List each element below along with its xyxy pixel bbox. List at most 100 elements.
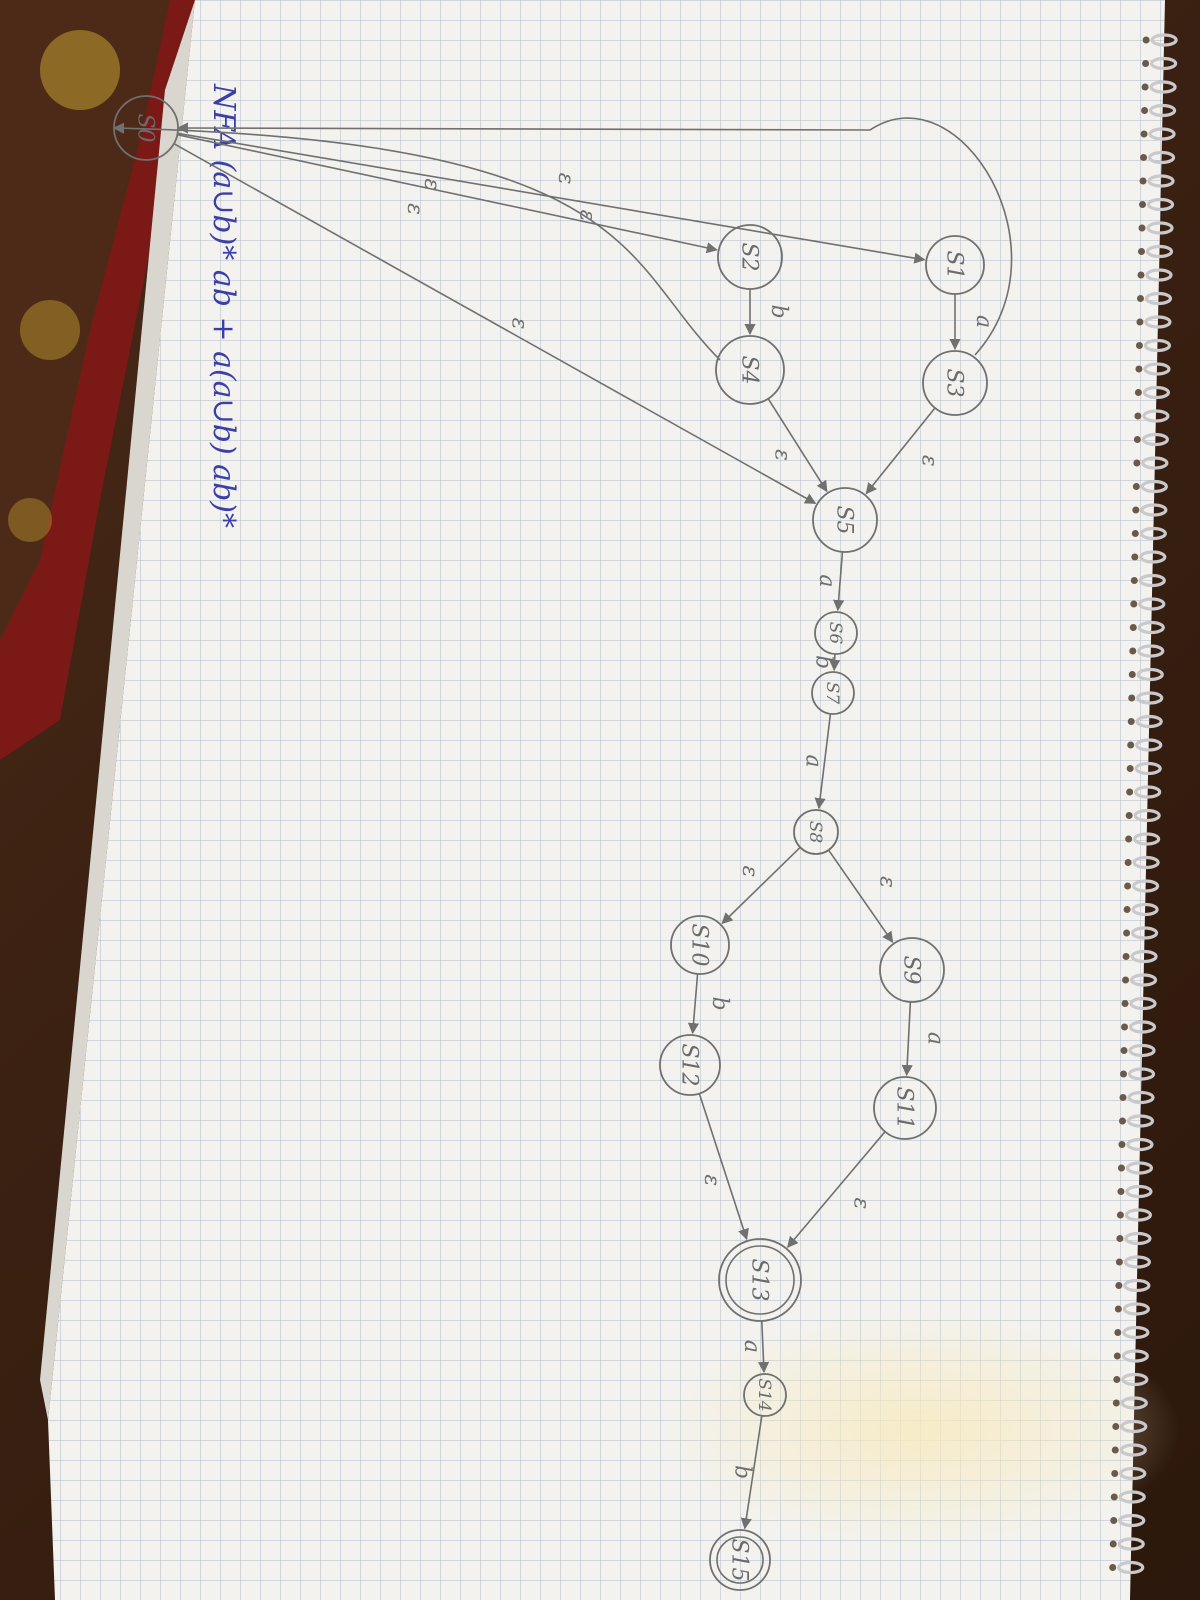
spiral-coil [1120,1419,1148,1434]
binding-hole [1139,177,1147,185]
spiral-coil [1133,808,1161,823]
binding-hole [1127,741,1135,749]
binding-hole [1134,412,1142,420]
state-circle [873,1076,937,1140]
binding-hole [1123,929,1131,937]
spiral-coil [1130,926,1159,940]
transition-label: ε [507,318,532,330]
spiral-coil [1148,103,1177,118]
spiral-coil [1122,1302,1150,1316]
binding-hole [1115,1258,1123,1266]
state-label: S13 [746,1258,771,1301]
spiral-coil [1140,503,1168,517]
transition-label: ε [699,1174,724,1186]
binding-hole [1118,1117,1126,1125]
spiral-coil [1124,1231,1152,1246]
accepting-ring [716,1536,764,1584]
spiral-coil [1123,1255,1151,1269]
binding-hole [1142,36,1150,44]
binding-hole [1113,1376,1121,1383]
transition-arrow [177,133,718,254]
binding-hole [1135,365,1143,373]
spiral-coil [1119,1443,1147,1457]
spiral-coil [1132,879,1160,893]
state-circle [715,335,785,405]
spiral-coil [1150,33,1178,47]
spiral-coil [1134,761,1162,776]
transition-label: a [801,754,826,767]
transition-arrow [814,713,832,810]
transition-arrow [176,117,1013,356]
transition-label: b [811,655,836,669]
binding-hole [1120,1070,1128,1078]
binding-hole [1131,553,1139,561]
spiral-coil [1122,1325,1150,1340]
state-label: S10 [686,923,711,966]
spiral-coil [1135,714,1163,729]
binding-hole [1125,812,1133,819]
binding-hole [1114,1329,1122,1336]
binding-hole [1111,1470,1119,1477]
state-circle [812,487,878,553]
state-label: S3 [941,368,966,397]
binding-hole [1123,906,1131,913]
binding-hole [1129,647,1137,655]
binding-hole [1114,1305,1122,1313]
binding-hole [1124,859,1132,866]
spiral-coil [1132,855,1160,870]
transition-arrow [767,398,828,493]
spiral-coil [1149,80,1177,94]
binding-hole [1136,318,1144,326]
spiral-coil [1145,244,1174,259]
spiral-coil [1139,526,1167,541]
state-label: S6 [825,622,845,645]
transition-arrow [740,1415,763,1530]
binding-hole [1128,694,1136,702]
state-label: S14 [754,1378,774,1411]
binding-hole [1111,1446,1119,1454]
binding-hole [1131,530,1139,537]
rug [0,0,200,760]
binding-hole [1130,577,1138,584]
spiral-coil [1136,691,1164,705]
spiral-coil [1137,620,1165,635]
spiral-coil [1140,479,1168,494]
spiral-coil [1120,1396,1148,1410]
binding-hole [1109,1540,1117,1548]
transition-label: a [923,1032,948,1045]
spiral-coil [1137,644,1165,658]
binding-hole [1130,600,1138,608]
transition-label: ε [875,876,900,888]
binding-hole [1122,953,1130,960]
spiral-coil [1142,385,1171,400]
binding-hole [1110,1493,1118,1501]
page-title: NFA (a∪b)* ab + a(a∪b) ab)* [206,83,241,528]
binding-hole [1121,1000,1129,1007]
binding-hole [1140,130,1148,138]
state-circle [743,1373,787,1417]
spiral-coil [1146,221,1174,235]
state-label: S4 [736,355,761,384]
state-circle [718,1238,802,1322]
transition-label: ε [770,449,795,461]
binding-hole [1120,1047,1128,1054]
binding-hole [1132,506,1140,514]
binding-hole [1113,1352,1121,1360]
state-circle [670,915,730,975]
spiral-coil [1127,1067,1156,1081]
spiral-binding [1109,33,1178,1575]
state-circle [925,235,985,295]
state-circle [814,611,858,655]
transition-arrow [829,653,841,672]
spiral-coil [1121,1349,1149,1363]
spiral-coil [1138,573,1166,588]
spiral-coil [1150,56,1178,71]
binding-hole [1136,295,1144,302]
state-circle [709,1529,771,1591]
spiral-coil [1143,338,1172,353]
binding-hole [1117,1188,1125,1195]
transition-label: ε [917,455,942,467]
transition-arrow [786,1131,886,1248]
spiral-coil [1142,409,1170,423]
